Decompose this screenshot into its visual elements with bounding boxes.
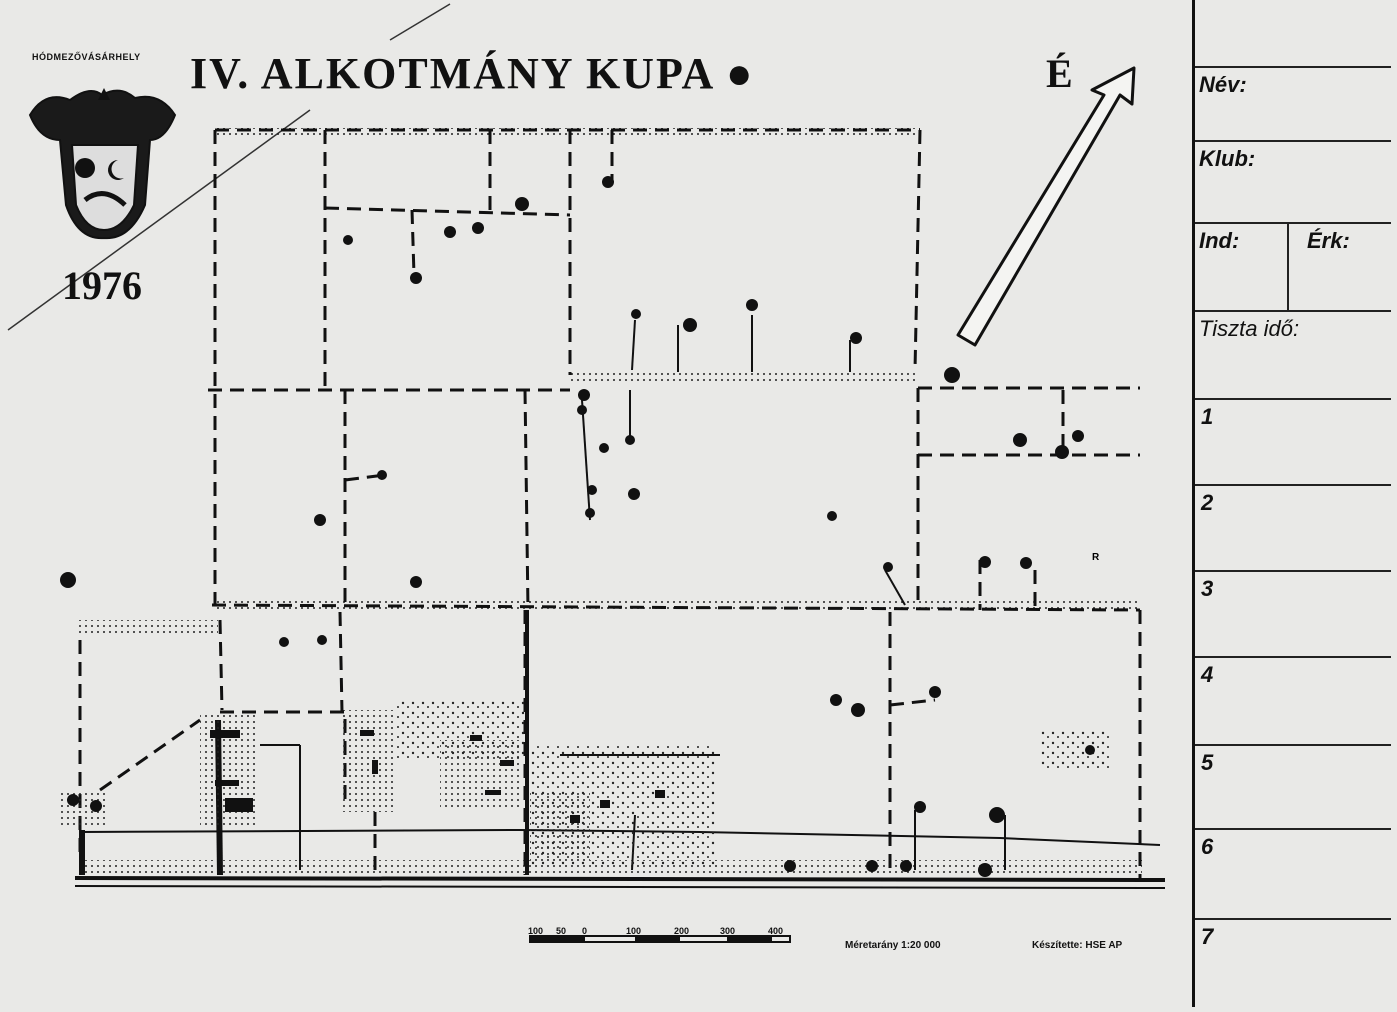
map-title: IV. ALKOTMÁNY KUPA ● — [190, 49, 755, 98]
publisher-text: HÓDMEZŐVÁSÁRHELY — [32, 52, 141, 62]
control-box[interactable]: 5 — [1195, 744, 1391, 830]
coat-of-arms-icon — [28, 88, 177, 240]
control-box[interactable]: 2 — [1195, 484, 1391, 572]
field-boundaries — [78, 128, 1142, 880]
control-number: 2 — [1201, 490, 1214, 515]
name-label: Név: — [1199, 72, 1247, 97]
club-label: Klub: — [1199, 146, 1256, 171]
name-cell[interactable]: Név: — [1195, 66, 1391, 142]
club-cell[interactable]: Klub: — [1195, 140, 1391, 224]
control-number: 5 — [1201, 750, 1214, 775]
control-number: 6 — [1201, 834, 1214, 859]
map-drawing: R — [7, 3, 1166, 943]
svg-text:R: R — [1092, 552, 1100, 563]
orienteering-map: R HÓDMEZŐVÁSÁRHELY IV. ALKOTMÁNY KUPA ● … — [7, 3, 1166, 951]
scale-tick: 200 — [674, 926, 690, 936]
start-finish-row: Ind: Érk: — [1195, 222, 1391, 312]
north-letter: É — [1046, 51, 1073, 96]
control-number: 3 — [1201, 576, 1214, 601]
scale-tick: 400 — [768, 926, 784, 936]
scale-ratio-text: Méretarány 1:20 000 — [845, 940, 941, 951]
settlement-area — [342, 710, 397, 812]
control-box[interactable]: 4 — [1195, 656, 1391, 746]
crease-line — [7, 109, 311, 331]
start-label: Ind: — [1199, 228, 1240, 253]
scale-tick: 0 — [582, 926, 588, 936]
control-box[interactable]: 7 — [1195, 918, 1391, 1004]
control-number: 4 — [1201, 662, 1214, 687]
card-header-cell — [1195, 0, 1391, 68]
control-number: 7 — [1201, 924, 1214, 949]
start-finish-divider — [1287, 222, 1289, 310]
scale-bar — [529, 935, 791, 943]
scale-tick: 50 — [556, 926, 567, 936]
control-number: 1 — [1201, 404, 1214, 429]
control-box[interactable]: 1 — [1195, 398, 1391, 486]
control-box[interactable]: 3 — [1195, 570, 1391, 658]
scale-tick: 300 — [720, 926, 736, 936]
finish-label: Érk: — [1307, 228, 1350, 253]
control-box[interactable]: 6 — [1195, 828, 1391, 920]
maker-text: Készítette: HSE AP — [1032, 940, 1123, 951]
net-time-cell[interactable]: Tiszta idő: — [1195, 310, 1391, 400]
year-label: 1976 — [62, 263, 142, 308]
map-features — [60, 176, 1095, 877]
scale-tick: 100 — [626, 926, 642, 936]
top-boundary — [215, 128, 920, 136]
north-arrow-icon — [956, 66, 1136, 347]
net-time-label: Tiszta idő: — [1199, 316, 1300, 341]
control-card: Név: Klub: Ind: Érk: Tiszta idő: 1 2 3 4… — [1192, 0, 1395, 1007]
scale-tick: 100 — [528, 926, 544, 936]
